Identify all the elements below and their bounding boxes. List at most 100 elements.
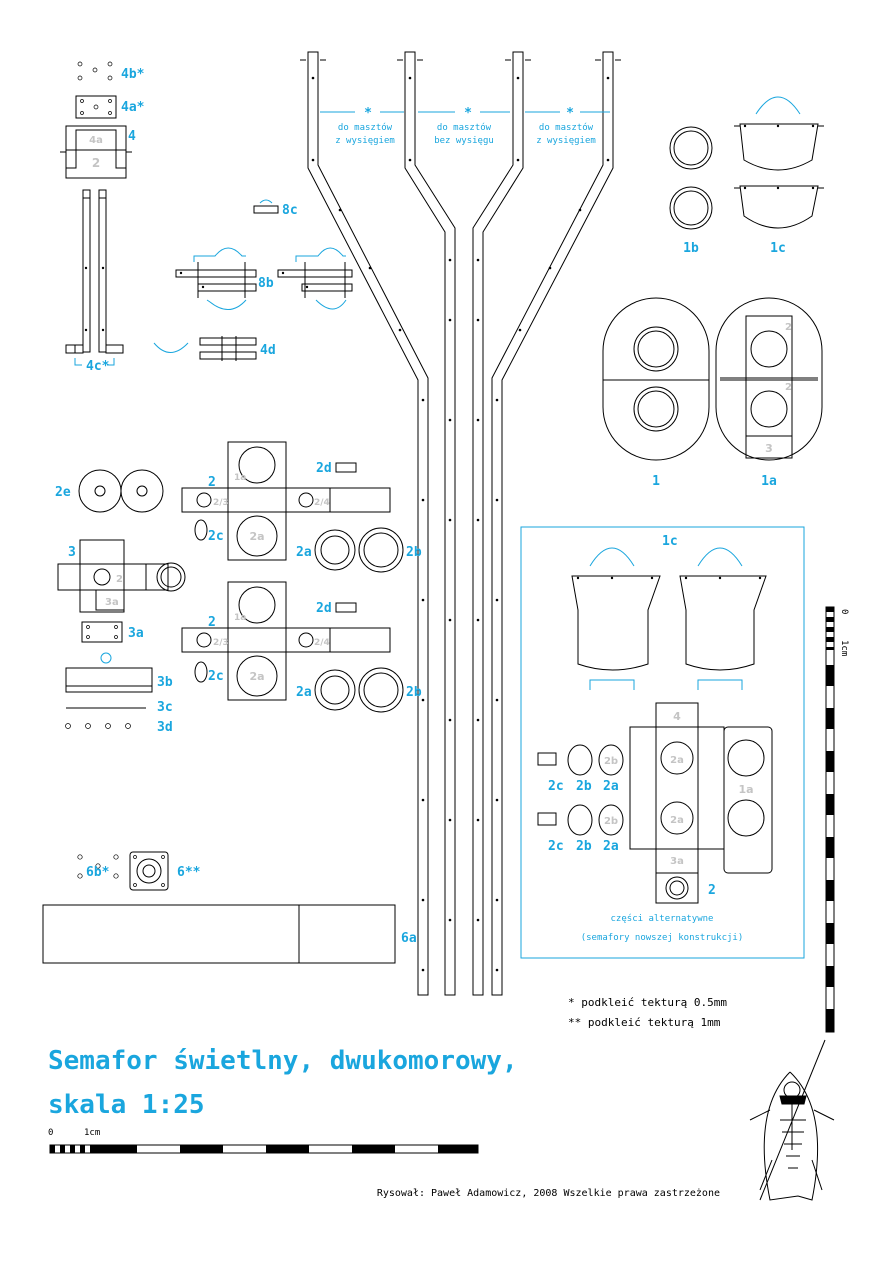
label-6a: 6a	[401, 931, 417, 946]
mast-3-line1: do masztów	[539, 122, 594, 133]
alt-gray-1a: 1a	[738, 783, 753, 796]
alt-label-2c-2: 2c	[548, 839, 564, 854]
mascot-illustration	[749, 1039, 835, 1201]
alt-label-2: 2	[708, 883, 716, 898]
label-2a-l: 2a	[296, 685, 312, 700]
alt-1c	[571, 547, 767, 690]
part-1	[602, 297, 710, 461]
vscale-zero: 0	[839, 609, 849, 614]
gray-2a-u: 2a	[249, 530, 264, 543]
alt-gray-2a-2: 2a	[670, 815, 684, 826]
part-2-lower	[181, 581, 404, 713]
label-3a: 3a	[128, 626, 144, 641]
part-2e	[78, 469, 164, 513]
label-6: 6**	[177, 865, 201, 880]
alt-label-2c-1: 2c	[548, 779, 564, 794]
label-4c: 4c*	[86, 359, 110, 374]
mast-2-line1: do masztów	[437, 122, 492, 133]
mast-1-star: *	[364, 106, 372, 121]
label-2a-u: 2a	[296, 545, 312, 560]
alt-2	[537, 702, 773, 904]
label-3c: 3c	[157, 700, 173, 715]
mast-1-line1: do masztów	[338, 122, 393, 133]
mast-3-star: *	[566, 106, 574, 121]
label-1b: 1b	[683, 241, 699, 256]
alt-caption-2: (semafory nowszej konstrukcji)	[581, 933, 744, 943]
mast-2-star: *	[464, 106, 472, 121]
hscale-zero: 0	[48, 1128, 53, 1138]
label-2d-u: 2d	[316, 461, 332, 476]
gray-1a-u: 1a	[234, 473, 246, 483]
part-6a	[42, 904, 396, 964]
gray-24-u: 2/4	[314, 498, 330, 508]
mast-3-line2: z wysięgiem	[536, 136, 596, 146]
label-4b: 4b*	[121, 67, 145, 82]
label-2d-l: 2d	[316, 601, 332, 616]
label-1c: 1c	[770, 241, 786, 256]
label-2c-u: 2c	[208, 529, 224, 544]
gray-23-u: 2/3	[213, 498, 229, 508]
part-3b	[65, 667, 153, 693]
label-8c: 8c	[282, 203, 298, 218]
part-1c	[734, 96, 824, 229]
note-2: ** podkleić tekturą 1mm	[568, 1016, 721, 1029]
alt-label-2a-1: 2a	[603, 779, 619, 794]
gray-3: 3	[765, 442, 773, 455]
mast-arms	[300, 51, 621, 996]
alt-label-2a-2: 2a	[603, 839, 619, 854]
gray-2-top: 2	[92, 156, 100, 170]
gray-1a-l: 1a	[234, 613, 246, 623]
label-4d: 4d	[260, 343, 276, 358]
note-1: * podkleić tekturą 0.5mm	[568, 996, 727, 1009]
mast-holes	[311, 76, 610, 972]
label-8b: 8b	[258, 276, 274, 291]
label-2b-u: 2b	[406, 545, 422, 560]
part-3d	[65, 723, 131, 729]
label-3: 3	[68, 545, 76, 560]
label-2b-l: 2b	[406, 685, 422, 700]
page-title-line2: skala 1:25	[48, 1090, 205, 1120]
label-2-u: 2	[208, 475, 216, 490]
part-4b	[77, 61, 113, 81]
part-4	[60, 125, 132, 179]
gray-24-l: 2/4	[314, 638, 330, 648]
alt-gray-2b-2: 2b	[604, 816, 618, 827]
label-1a: 1a	[761, 474, 777, 489]
part-6b	[77, 854, 119, 879]
gray-3a: 3a	[105, 597, 119, 608]
vscale-one: 1cm	[839, 640, 849, 656]
mast-1-line2: z wysięgiem	[335, 136, 395, 146]
label-3d: 3d	[157, 720, 173, 735]
alt-gray-4: 4	[673, 710, 681, 723]
part-4d	[153, 336, 257, 361]
gray-2-1a: 2	[785, 322, 792, 333]
alt-gray-2a-1: 2a	[670, 755, 684, 766]
part-2-upper	[181, 441, 404, 573]
part-8c	[253, 199, 279, 214]
part-4a	[75, 95, 117, 119]
label-1: 1	[652, 474, 660, 489]
horizontal-scale	[49, 1144, 479, 1154]
part-8b	[175, 247, 353, 310]
label-2e: 2e	[55, 485, 71, 500]
mast-2-line2: bez wysięgu	[434, 136, 494, 146]
gray-4a: 4a	[89, 135, 103, 146]
label-3b: 3b	[157, 675, 173, 690]
gray-2-1a-b: 2	[785, 382, 792, 393]
label-4: 4	[128, 129, 136, 144]
part-1b	[669, 126, 713, 230]
label-4a: 4a*	[121, 100, 145, 115]
alt-gray-2b-1: 2b	[604, 756, 618, 767]
alt-label-2b-2: 2b	[576, 839, 592, 854]
gray-23-l: 2/3	[213, 638, 229, 648]
vertical-scale	[825, 606, 835, 1033]
gray-2a-l: 2a	[249, 670, 264, 683]
label-2c-l: 2c	[208, 669, 224, 684]
label-6b: 6b*	[86, 865, 110, 880]
part-1a	[715, 297, 823, 461]
label-2-l: 2	[208, 615, 216, 630]
part-6	[129, 851, 169, 891]
alternative-parts-box	[520, 526, 805, 959]
credit-line: Rysował: Paweł Adamowicz, 2008 Wszelkie …	[377, 1188, 720, 1199]
